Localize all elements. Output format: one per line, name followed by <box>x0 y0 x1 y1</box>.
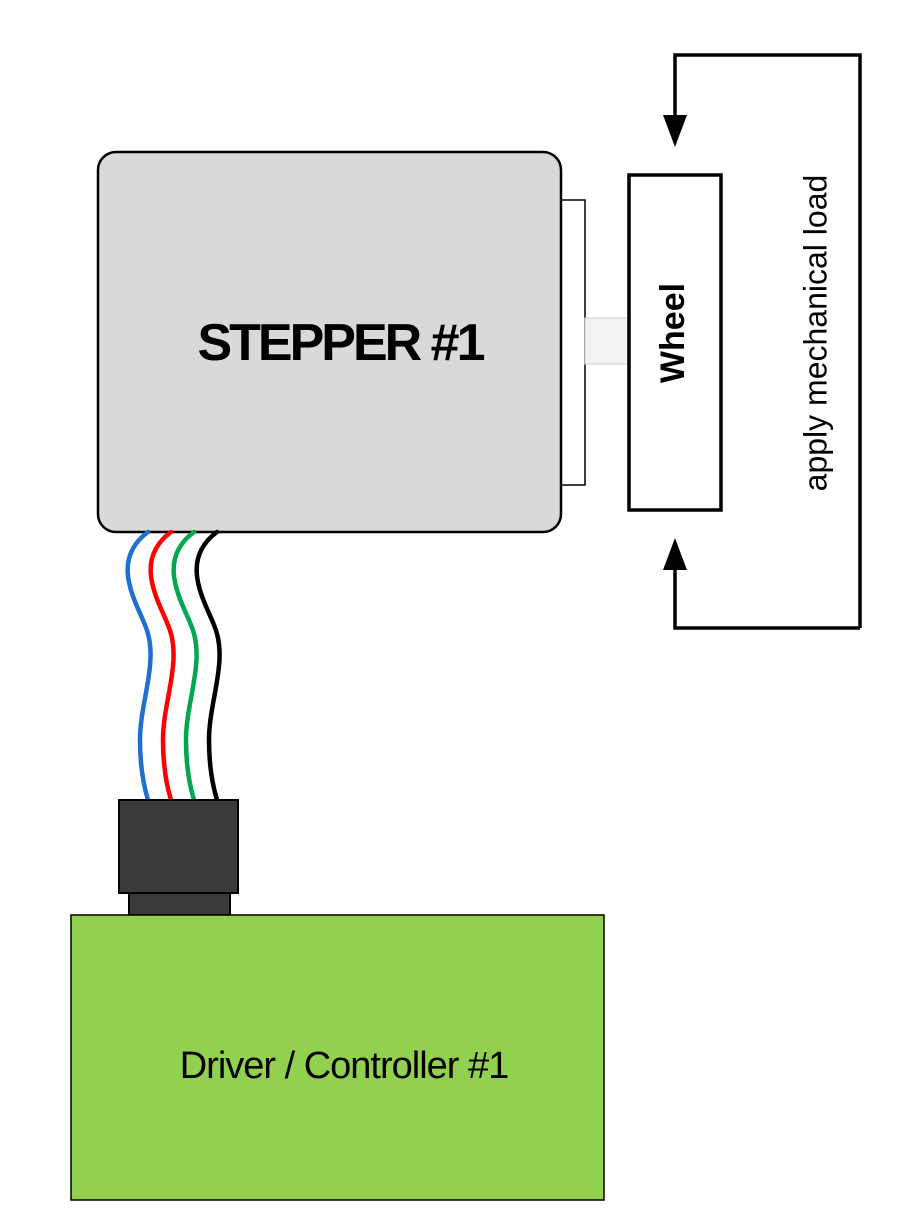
wire-red <box>148 529 176 803</box>
motor-wires <box>125 529 222 803</box>
driver-controller-label: Driver / Controller #1 <box>180 1045 509 1087</box>
connector-plug <box>118 799 239 894</box>
load-arrow-down-icon <box>663 115 687 147</box>
load-loop-top-arrow <box>673 53 862 628</box>
wire-green <box>171 529 199 803</box>
motor-flange <box>560 199 586 486</box>
load-label: apply mechanical load <box>797 175 833 492</box>
stepper-motor-body <box>96 150 563 534</box>
wire-black <box>194 529 222 803</box>
load-arrow-up-icon <box>663 538 687 570</box>
driver-controller-board <box>70 914 605 1201</box>
load-loop-bottom-arrow <box>673 555 860 630</box>
stepper-motor-label: STEPPER #1 <box>197 314 484 372</box>
connector-socket <box>128 892 231 916</box>
wheel-box <box>627 173 723 512</box>
wheel-label: Wheel <box>654 283 692 383</box>
motor-shaft <box>584 317 630 365</box>
wire-blue <box>125 529 153 803</box>
